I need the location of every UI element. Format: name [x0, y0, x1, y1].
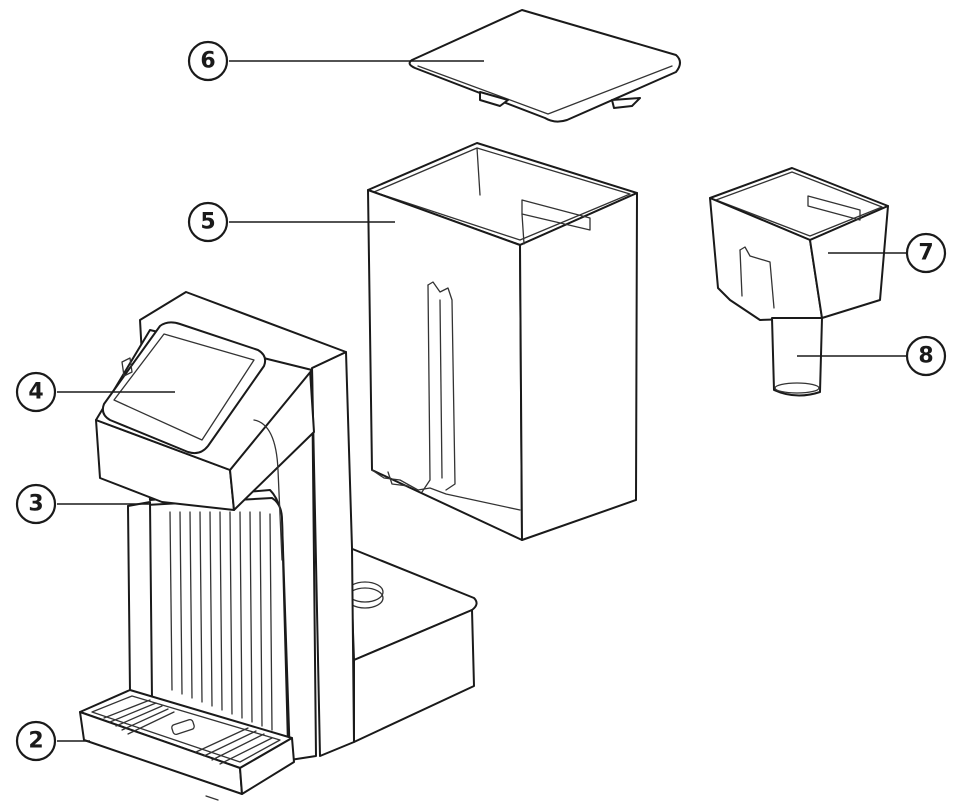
callout-number: 3: [28, 492, 43, 517]
leader-lines: [57, 60, 906, 742]
callout-circle: [15, 483, 57, 525]
callout-5: 5: [187, 201, 229, 243]
callout-number: 8: [918, 344, 933, 369]
callout-2: 2: [15, 720, 57, 762]
vent-grille: [169, 511, 273, 731]
callout-number: 6: [200, 49, 215, 74]
drip-tray-part: [79, 689, 295, 795]
callout-6: 6: [187, 40, 229, 82]
callout-number: 4: [28, 380, 43, 405]
callout-3: 3: [15, 483, 57, 525]
callout-number: 2: [28, 729, 43, 754]
callout-4: 4: [15, 371, 57, 413]
callout-number: 5: [200, 210, 215, 235]
control-panel-part: [101, 321, 267, 455]
callout-circle: [905, 232, 947, 274]
callout-8: 8: [905, 335, 947, 377]
lid-part: [408, 9, 681, 123]
callout-7: 7: [905, 232, 947, 274]
base-unit: [79, 291, 478, 801]
callout-number: 7: [918, 241, 933, 266]
water-tank-part: [367, 142, 638, 541]
callout-circle: [15, 371, 57, 413]
filter-holder-part: [709, 167, 889, 321]
callout-circle: [905, 335, 947, 377]
callout-circle: [187, 201, 229, 243]
callout-circle: [15, 720, 57, 762]
callout-circle: [187, 40, 229, 82]
